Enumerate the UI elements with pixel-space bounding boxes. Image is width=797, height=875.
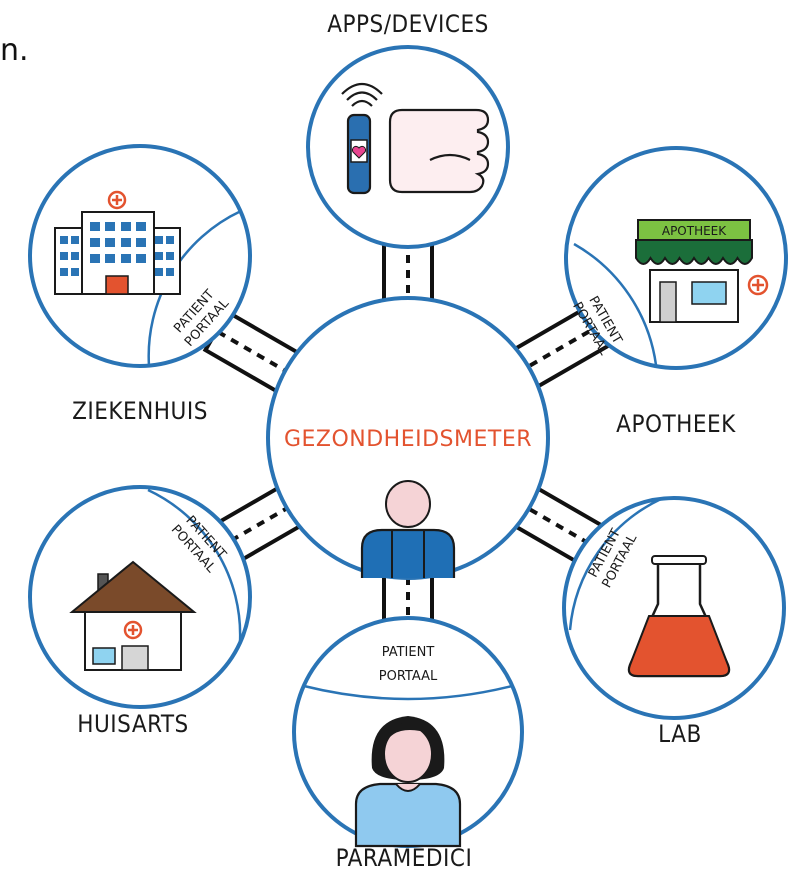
flask-icon <box>627 555 731 678</box>
lab-label: LAB <box>658 720 702 748</box>
ziekenhuis-label: ZIEKENHUIS <box>72 397 208 425</box>
hospital-icon <box>54 190 181 295</box>
corner-fragment: n. <box>0 33 29 68</box>
house-icon <box>69 560 197 671</box>
paramedici-portal-line1: PATIENT <box>382 645 435 660</box>
huisarts-portal-divider <box>147 488 242 643</box>
lab-portal-divider <box>568 497 662 631</box>
pharmacy-sign: APOTHEEK <box>662 224 727 238</box>
pharmacy-icon: APOTHEEK <box>635 219 769 323</box>
heart-icon <box>351 145 367 159</box>
apotheek-portal-divider <box>573 242 658 366</box>
paramedic-person-icon <box>354 716 462 848</box>
paramedici-label: PARAMEDICI <box>336 844 473 872</box>
hand-icon <box>388 108 490 194</box>
wristband-device-icon <box>341 82 490 195</box>
patient-person-icon <box>360 480 456 578</box>
center-label: GEZONDHEIDSMETER <box>284 427 532 452</box>
apotheek-label: APOTHEEK <box>616 410 736 438</box>
paramedici-portal-line2: PORTAAL <box>379 669 438 684</box>
paramedici-portal-divider <box>303 684 513 701</box>
huisarts-label: HUISARTS <box>77 710 188 738</box>
apps-label: APPS/DEVICES <box>327 10 489 38</box>
